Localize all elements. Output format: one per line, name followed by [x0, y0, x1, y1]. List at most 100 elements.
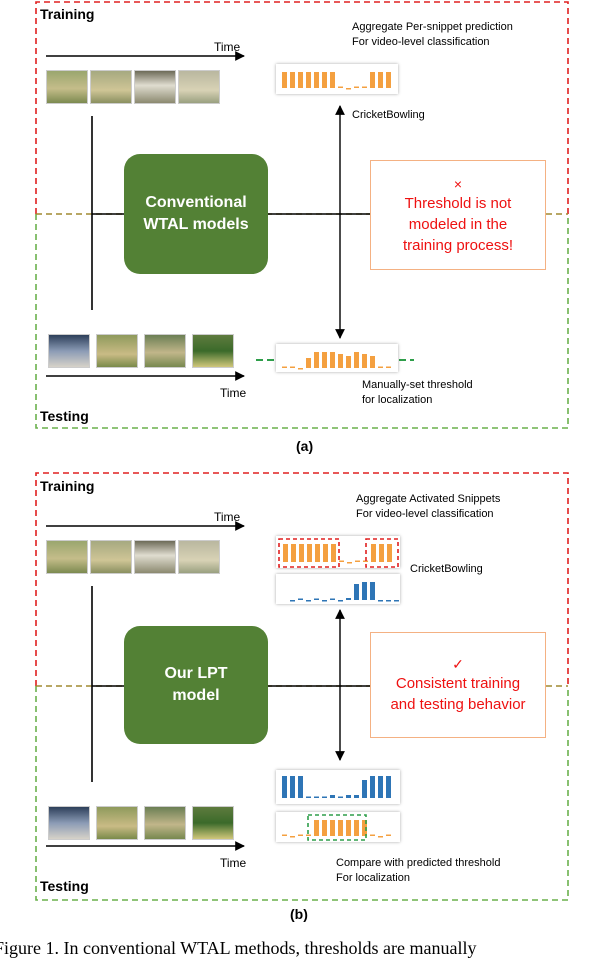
video-frame	[192, 806, 234, 840]
aggregate-text-b: Aggregate Activated Snippets For video-l…	[356, 492, 500, 522]
snippet-prediction-box-a	[276, 64, 398, 94]
snippet-bar	[370, 776, 375, 798]
class-label-b: CricketBowling	[410, 563, 483, 575]
snippet-bar	[322, 72, 327, 88]
video-frame	[96, 334, 138, 368]
activated-snippets-box-b	[276, 536, 400, 568]
snippet-bar	[346, 820, 351, 836]
snippet-bar	[378, 72, 383, 88]
snippet-bar	[378, 366, 383, 368]
training-border-b	[35, 472, 569, 686]
aggregate-line-2-a: For video-level classification	[352, 36, 490, 48]
snippet-bar	[370, 72, 375, 88]
model-line-1-a: Conventional	[145, 194, 247, 211]
time-label-top-b: Time	[214, 510, 241, 524]
snippet-bar	[379, 544, 384, 562]
snippet-bar	[338, 820, 343, 836]
threshold-line-2-a: for localization	[362, 394, 433, 406]
video-frame	[90, 70, 132, 104]
snippet-bar	[323, 544, 328, 562]
snippet-bar	[370, 582, 375, 600]
snippet-bar	[386, 776, 391, 798]
snippet-bar	[338, 354, 343, 368]
snippet-bar	[378, 600, 383, 602]
aggregate-line-1-a: Aggregate Per-snippet prediction	[352, 21, 513, 33]
threshold-line-1-b: Compare with predicted threshold	[336, 857, 501, 869]
activated-snippets-chart-b	[278, 538, 399, 568]
snippet-bar	[307, 544, 312, 562]
snippet-bar	[347, 562, 352, 564]
video-frame	[134, 70, 176, 104]
snippet-bar	[378, 776, 383, 798]
time-label-top-a: Time	[214, 40, 241, 54]
aggregate-line-1-b: Aggregate Activated Snippets	[356, 493, 501, 505]
snippet-bar	[282, 366, 287, 368]
video-frame	[144, 806, 186, 840]
snippet-prediction-chart-a	[282, 72, 391, 90]
note-line-b: and testing behavior	[390, 696, 526, 713]
snippet-bar	[322, 600, 327, 602]
threshold-testing-box-b	[276, 770, 400, 804]
snippet-bar	[354, 352, 359, 368]
snippet-bar	[354, 820, 359, 836]
snippet-bar	[322, 352, 327, 368]
snippet-bar	[338, 796, 343, 798]
threshold-testing-chart-b	[282, 776, 391, 798]
video-frame	[134, 540, 176, 574]
threshold-text-b: Compare with predicted threshold For loc…	[336, 856, 500, 886]
snippet-bar	[306, 796, 311, 798]
snippet-bar	[346, 598, 351, 600]
snippet-bar	[330, 72, 335, 88]
snippet-bar	[354, 795, 359, 798]
snippet-bar	[354, 584, 359, 600]
snippet-bar	[331, 544, 336, 562]
video-frame	[48, 334, 90, 368]
snippet-bar	[371, 544, 376, 562]
video-frame	[192, 334, 234, 368]
snippet-bar	[314, 72, 319, 88]
snippet-bar	[298, 834, 303, 836]
testing-border-a	[35, 214, 569, 429]
snippet-bar	[370, 356, 375, 368]
snippet-bar	[314, 598, 319, 600]
threshold-prediction-chart-b	[290, 582, 399, 602]
snippet-bar	[322, 796, 327, 798]
note-line-a: modeled in the	[408, 215, 508, 233]
snippet-bar	[354, 86, 359, 88]
time-label-bottom-b: Time	[220, 856, 247, 870]
snippet-bar	[282, 72, 287, 88]
snippet-bar	[290, 600, 295, 602]
snippet-bar	[330, 598, 335, 600]
threshold-line-2-b: For localization	[336, 872, 410, 884]
snippet-bar	[339, 560, 344, 562]
activated-group-highlight	[278, 538, 340, 568]
snippet-bar	[386, 366, 391, 368]
snippet-bar	[355, 560, 360, 562]
class-label-a: CricketBowling	[352, 109, 425, 121]
testing-label-b: Testing	[40, 878, 89, 894]
snippet-bar	[330, 352, 335, 368]
video-frame	[96, 806, 138, 840]
snippet-bar	[291, 544, 296, 562]
snippet-bar	[330, 795, 335, 798]
snippet-bar	[298, 368, 303, 370]
video-frame	[178, 70, 220, 104]
snippet-bar	[290, 776, 295, 798]
localization-box-b	[276, 812, 400, 842]
snippet-bar	[282, 834, 287, 836]
snippet-bar	[283, 544, 288, 562]
snippet-bar	[338, 600, 343, 602]
conventional-model-box: Conventional WTAL models	[124, 154, 268, 274]
snippet-bar	[386, 834, 391, 836]
snippet-bar	[298, 72, 303, 88]
snippet-bar	[362, 820, 367, 836]
training-border-a	[35, 1, 569, 214]
snippet-bar	[315, 544, 320, 562]
snippet-bar	[290, 72, 295, 88]
testing-border-b	[35, 686, 569, 901]
snippet-bar	[306, 600, 311, 602]
testing-label-a: Testing	[40, 408, 89, 424]
snippet-bar	[346, 356, 351, 368]
snippet-bar	[370, 834, 375, 836]
